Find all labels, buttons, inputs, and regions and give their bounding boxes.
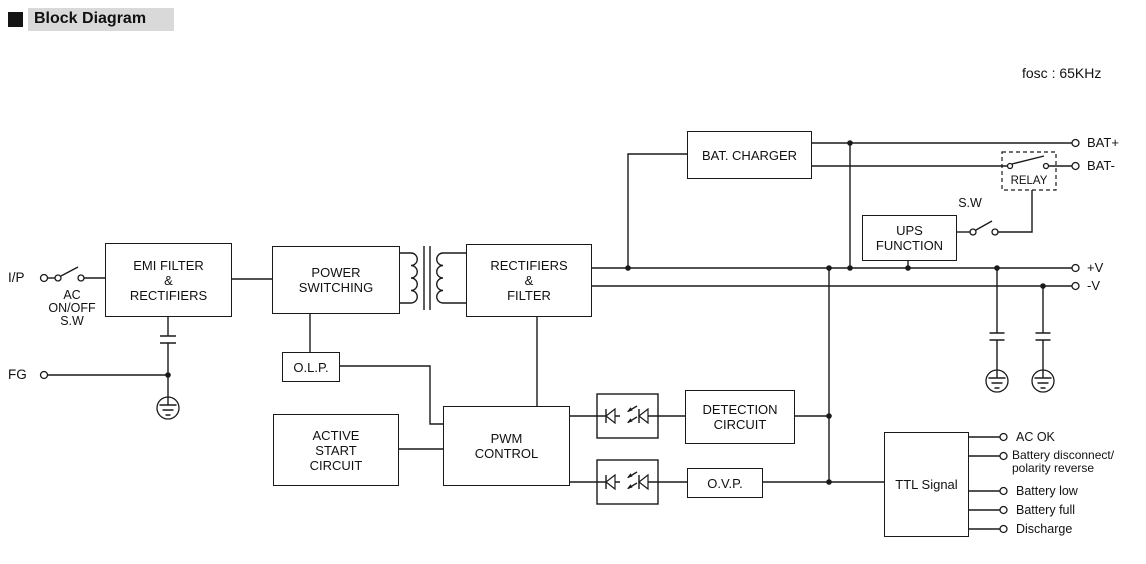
wire-sw-to-relay <box>998 190 1033 233</box>
transformer-primary-coil <box>410 252 418 304</box>
ip-label: I/P <box>8 270 25 285</box>
wire-olp-to-pwm <box>338 365 443 425</box>
v-minus-terminal <box>1071 281 1080 291</box>
v-plus-terminal <box>1071 263 1080 273</box>
v-minus-label: -V <box>1087 278 1100 293</box>
fosc-note: fosc : 65KHz <box>1022 65 1102 81</box>
ip-terminal <box>39 273 49 283</box>
block-rectifiers-filter: RECTIFIERS & FILTER <box>466 244 592 317</box>
optocoupler-2 <box>596 459 659 505</box>
ttl-label-ac-ok: AC OK <box>1016 430 1055 444</box>
ac-onoff-switch <box>54 266 85 282</box>
v-plus-label: +V <box>1087 260 1104 275</box>
wiring <box>48 142 1072 530</box>
block-ovp: O.V.P. <box>687 468 763 498</box>
fg-terminal <box>39 370 49 380</box>
ttl-label-bat-low: Battery low <box>1016 484 1078 498</box>
block-ttl-signal: TTL Signal <box>884 432 969 537</box>
output-capacitor-1 <box>989 332 1005 341</box>
block-emi-filter-rectifiers: EMI FILTER & RECTIFIERS <box>105 243 232 317</box>
block-active-start-circuit: ACTIVE START CIRCUIT <box>273 414 399 486</box>
bat-minus-label: BAT- <box>1087 158 1115 173</box>
earth-ground-output-2 <box>1031 369 1055 393</box>
ttl-terminal-bat-low <box>999 486 1008 496</box>
block-power-switching: POWER SWITCHING <box>272 246 400 314</box>
block-bat-charger: BAT. CHARGER <box>687 131 812 179</box>
block-olp: O.L.P. <box>282 352 340 382</box>
relay-switch <box>1001 151 1057 191</box>
block-detection-circuit: DETECTION CIRCUIT <box>685 390 795 444</box>
transformer-secondary-coil <box>436 252 444 304</box>
ac-onoff-sw-label: AC ON/OFF S.W <box>48 288 96 328</box>
title-bullet-icon <box>8 12 23 27</box>
output-capacitor-2 <box>1035 332 1051 341</box>
input-filter-capacitor <box>160 335 176 344</box>
terminals <box>39 138 1080 534</box>
block-pwm-control: PWM CONTROL <box>443 406 570 486</box>
relay-label: RELAY <box>1010 175 1048 187</box>
ttl-label-discharge: Discharge <box>1016 522 1073 536</box>
earth-ground-input <box>156 396 180 420</box>
earth-ground-output-1 <box>985 369 1009 393</box>
ttl-label-bat-disconnect: Battery disconnect/ polarity reverse <box>1012 448 1115 475</box>
bat-minus-terminal <box>1071 161 1080 171</box>
wire-charger-feed <box>627 153 687 268</box>
ttl-terminal-discharge <box>999 524 1008 534</box>
junction-dots <box>165 140 1046 485</box>
ttl-label-bat-full: Battery full <box>1016 503 1076 517</box>
sw-label: S.W <box>958 196 982 210</box>
ttl-terminal-bat-full <box>999 505 1008 515</box>
bat-plus-terminal <box>1071 138 1080 148</box>
wire-xfmr-to-rectifiers <box>443 252 466 304</box>
relay-box <box>1001 151 1057 191</box>
optocoupler-1 <box>596 393 659 439</box>
transformer-core <box>423 246 431 310</box>
page-title-text: Block Diagram <box>28 8 175 31</box>
transformer <box>410 246 444 310</box>
wire-power-to-xfmr <box>398 252 411 304</box>
bat-plus-label: BAT+ <box>1087 135 1119 150</box>
ups-sw-switch <box>969 220 999 236</box>
page-title: Block Diagram <box>8 8 175 31</box>
ttl-terminal-bat-disconnect <box>999 451 1008 461</box>
block-ups-function: UPS FUNCTION <box>862 215 957 261</box>
ttl-terminal-ac-ok <box>999 432 1008 442</box>
wire-ttl-outputs <box>967 436 1000 530</box>
fg-label: FG <box>8 367 27 382</box>
